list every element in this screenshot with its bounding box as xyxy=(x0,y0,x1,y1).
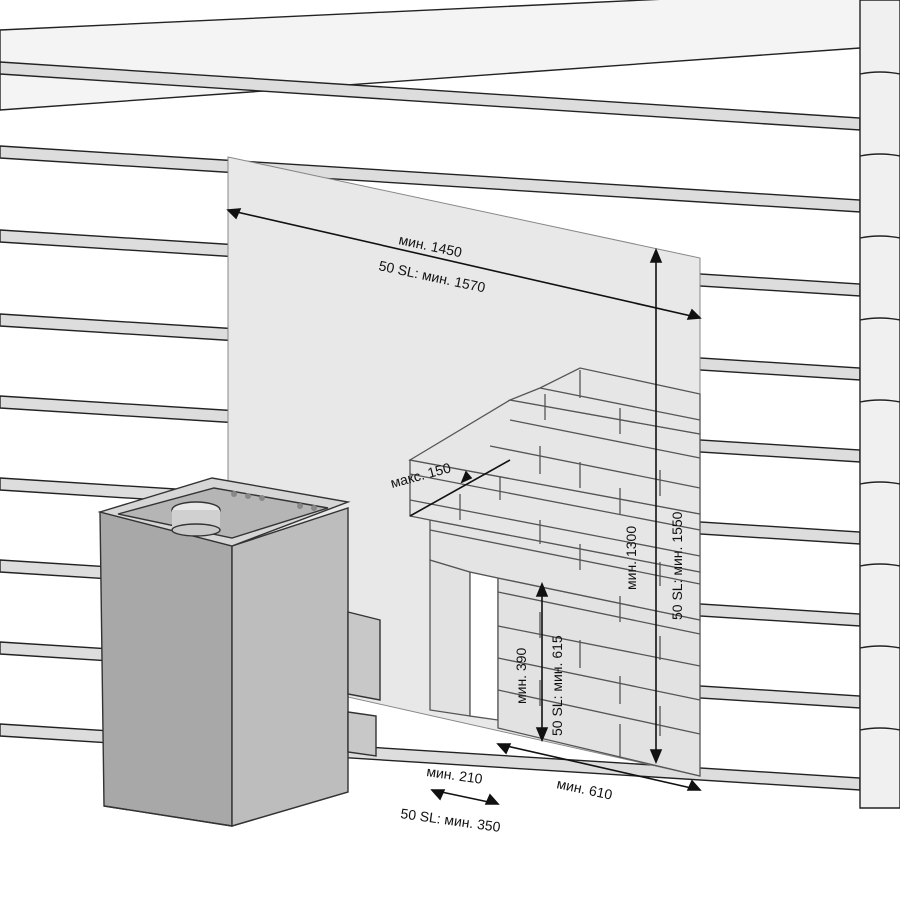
heater-chimney xyxy=(171,501,221,537)
wall-log-ends xyxy=(859,0,900,809)
bottom-width-line xyxy=(497,743,701,791)
label-side-gap-min: мин. 210 xyxy=(426,763,484,787)
heater-firebox-handle xyxy=(347,611,381,757)
label-opening-height-min: мин. 390 xyxy=(513,647,529,704)
dimension-lines xyxy=(226,208,702,805)
sauna-heater xyxy=(97,477,381,827)
brick-joints xyxy=(459,370,661,758)
heater-base xyxy=(103,791,349,827)
brick-wall xyxy=(408,367,701,777)
heater-top-vents xyxy=(231,491,317,511)
label-height-50sl: 50 SL: мин. 1550 xyxy=(669,511,685,620)
label-height-min: мин. 1300 xyxy=(623,526,639,590)
brick-courses xyxy=(409,387,701,735)
label-opening-height-50sl: 50 SL: мин. 615 xyxy=(549,635,565,736)
offset-dimension-line xyxy=(409,459,511,517)
width-dimension-line xyxy=(227,209,701,319)
